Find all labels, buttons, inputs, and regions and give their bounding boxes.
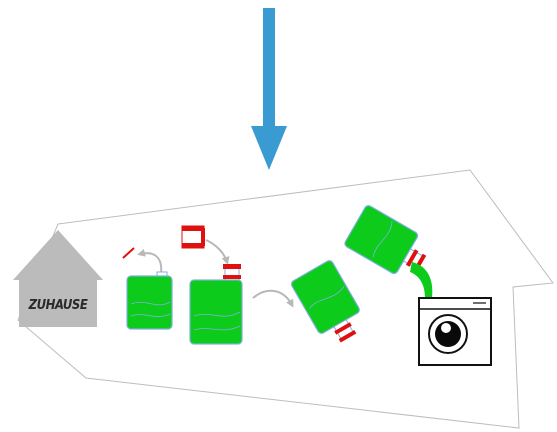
liquid-stream: [410, 262, 432, 298]
curved-arrow-icon: [253, 291, 292, 305]
small-cap-icon: [123, 248, 134, 258]
bottle-tilted-icon: [290, 259, 369, 349]
refill-cap-icon: [182, 226, 205, 248]
house-icon: ZUHAUSE: [13, 230, 103, 327]
washing-machine-icon: [419, 298, 491, 365]
bottle-capped-icon: [190, 264, 242, 344]
house-label: ZUHAUSE: [28, 298, 88, 313]
curved-arrow-icon: [206, 240, 227, 262]
curved-arrow-icon: [140, 253, 161, 274]
down-arrow-icon: [251, 8, 287, 170]
bottle-small-icon: [127, 272, 172, 329]
